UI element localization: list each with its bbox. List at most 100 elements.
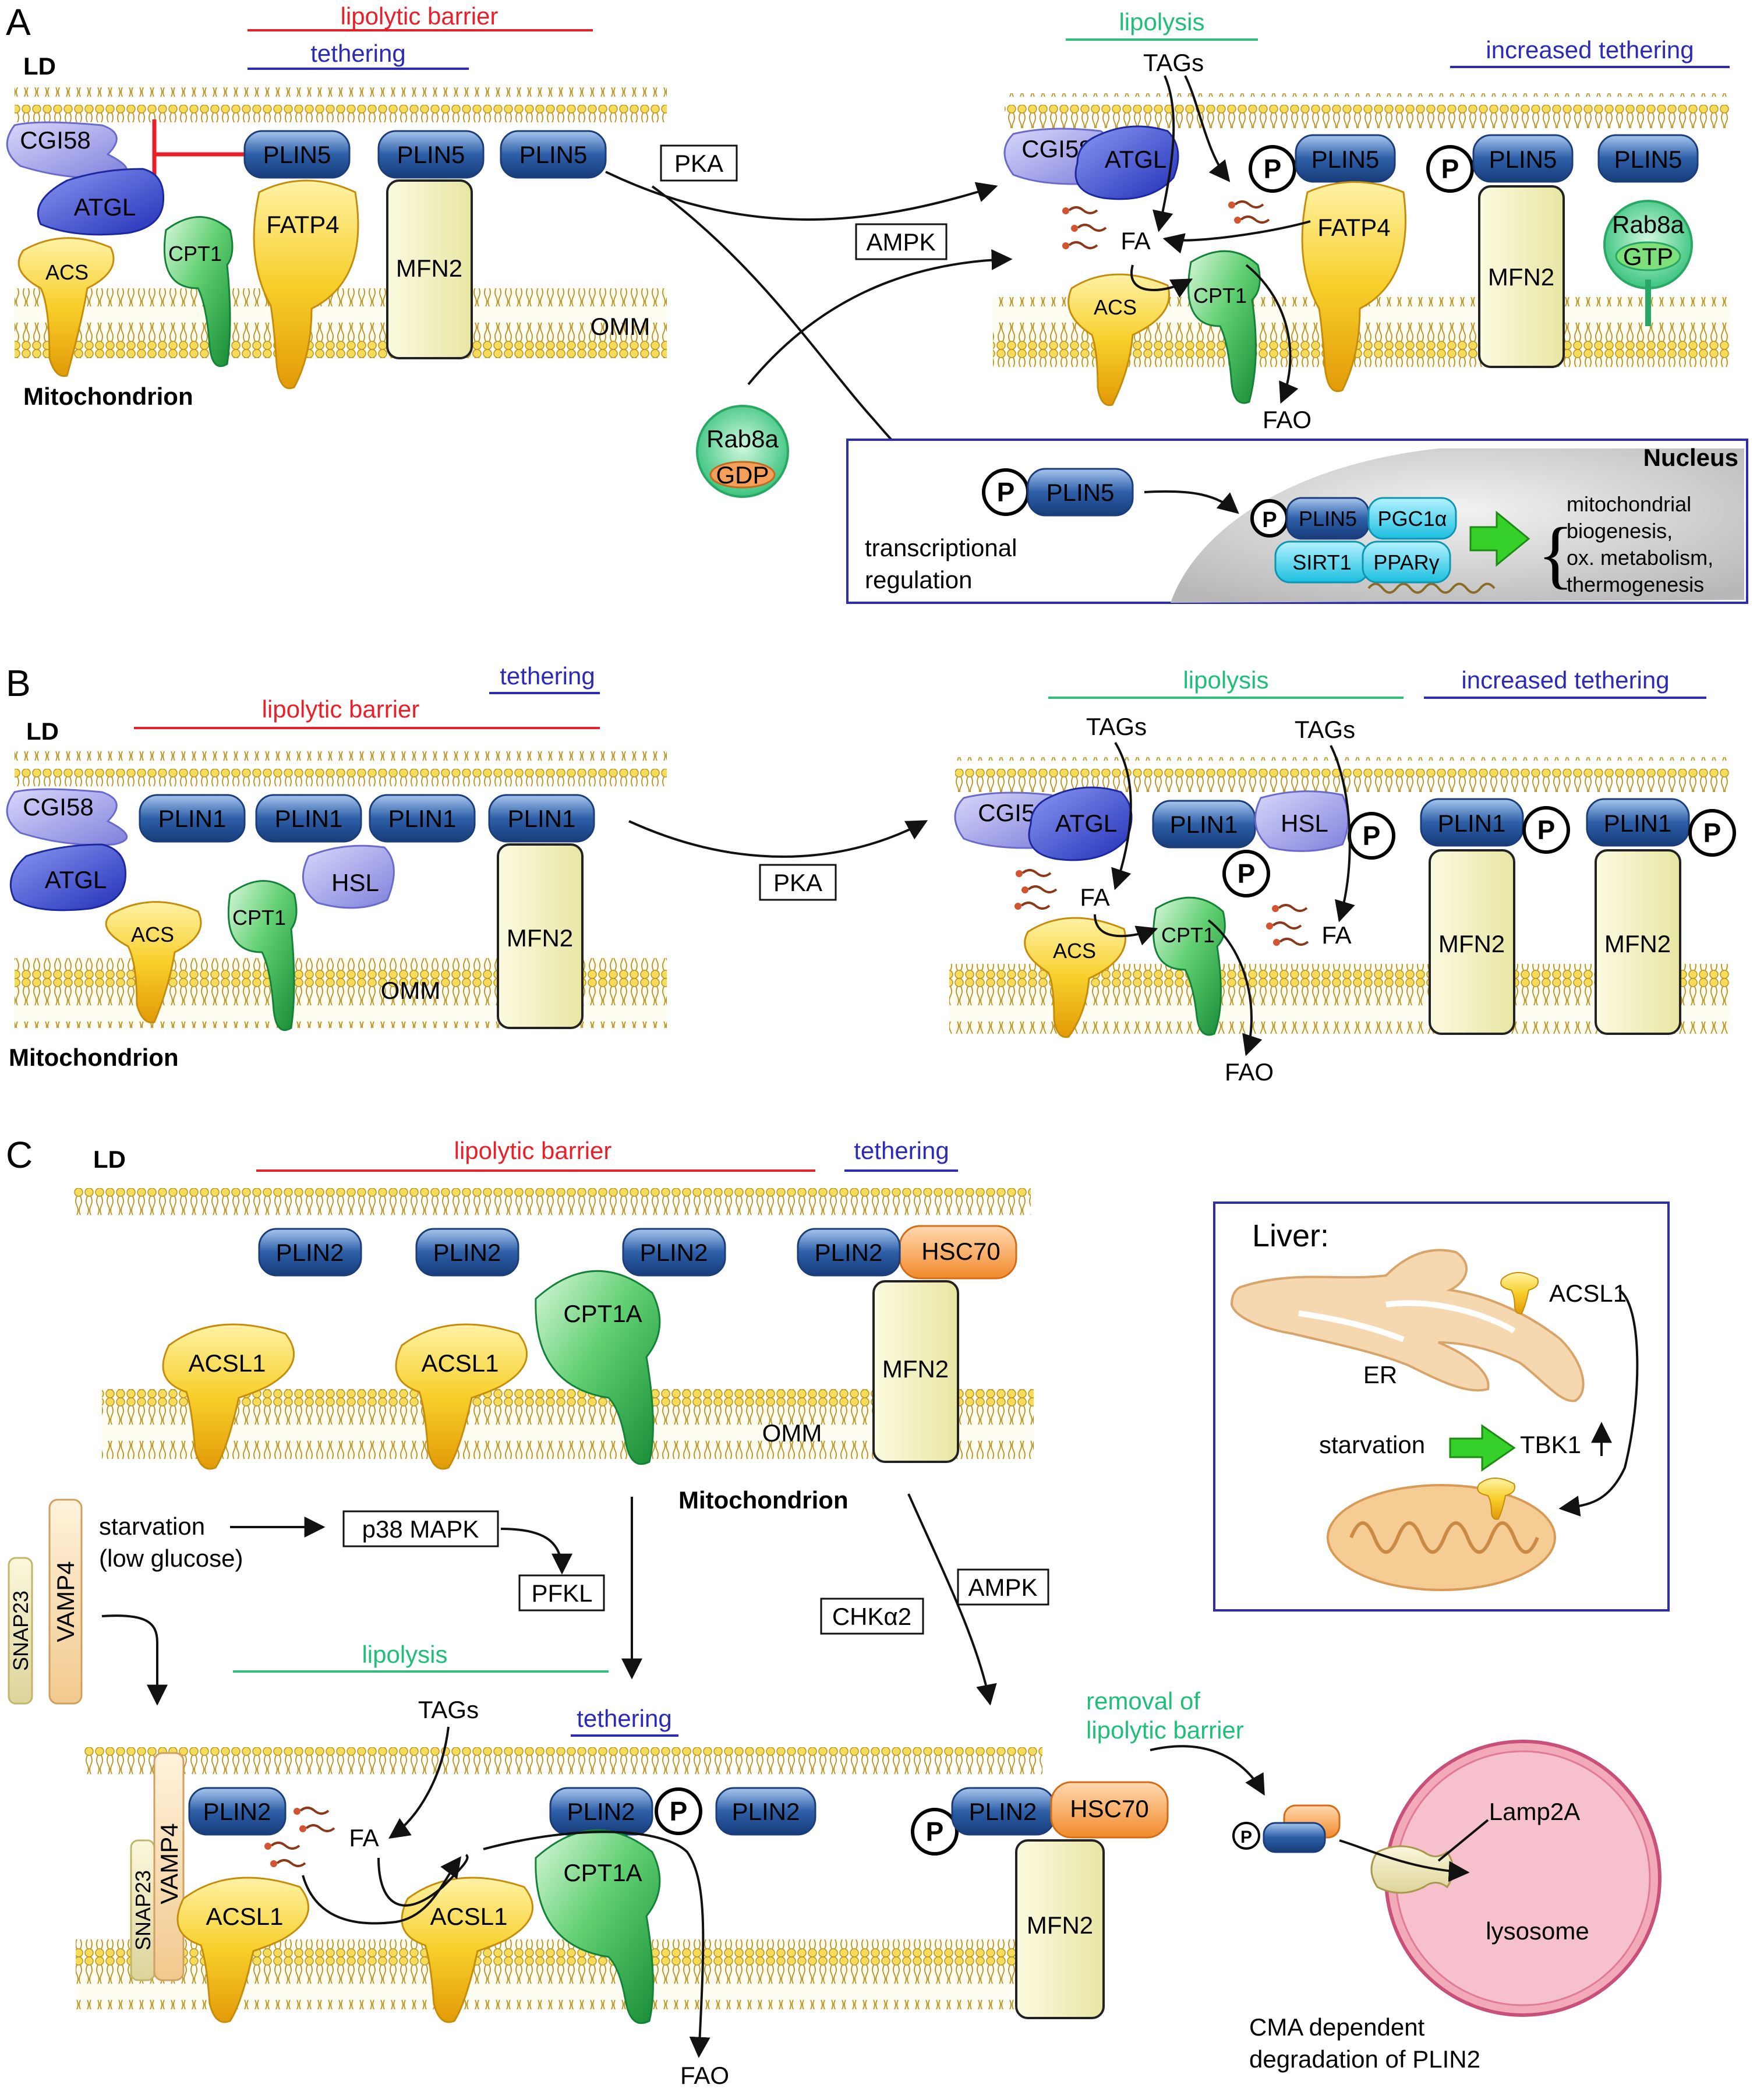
phospho-c-2 xyxy=(911,1808,959,1856)
starvation-line-2: (low glucose) xyxy=(99,1545,243,1572)
plin5-right-label-1: PLIN5 xyxy=(1311,146,1380,173)
ampk-label-c: AMPK xyxy=(968,1574,1037,1601)
vamp4-label-bottom: VAMP4 xyxy=(155,1823,183,1904)
ampk-arrow xyxy=(747,249,1013,386)
plin5-cyto xyxy=(1027,468,1134,517)
snap23-label-top: SNAP23 xyxy=(9,1591,33,1671)
fatp4-fa-arrow xyxy=(1162,220,1311,254)
ampk-label: AMPK xyxy=(866,228,935,256)
panel-a: A lipolytic barrier tethering LD CGI58 A… xyxy=(6,1,1748,604)
panel-b: B lipolytic barrier tethering LD CGI58 A… xyxy=(6,662,1736,1086)
ld-monolayer-c-bottom xyxy=(84,1746,1042,1781)
plin1-4 xyxy=(488,794,595,843)
phospho-b-1-label: P xyxy=(1238,858,1256,889)
atgl-protein-b xyxy=(9,843,126,911)
plin5-nuclear-label: PLIN5 xyxy=(1299,507,1357,531)
fa-acsl1-arrow xyxy=(302,1856,462,1925)
transcription-line-2: regulation xyxy=(865,566,972,593)
fatp4-label-right: FATP4 xyxy=(1317,214,1390,241)
increased-tethering-label-b: increased tethering xyxy=(1461,666,1669,694)
ld-label: LD xyxy=(23,52,56,80)
tags-arrow-2 xyxy=(1184,75,1231,182)
tags-label: TAGs xyxy=(1143,49,1204,76)
plin5-right-label-2: PLIN5 xyxy=(1489,146,1557,173)
acs-protein xyxy=(17,237,115,377)
hsc70-label-top: HSC70 xyxy=(921,1238,1000,1265)
acs-label-right: ACS xyxy=(1094,295,1137,319)
cpt1a-bottom xyxy=(535,1829,661,2024)
tethering-label-c-bottom: tethering xyxy=(577,1705,671,1732)
panel-b-letter: B xyxy=(6,662,31,704)
plin2-bottom-label-1: PLIN2 xyxy=(203,1798,271,1825)
fa-molecule-c-4 xyxy=(269,1859,306,1868)
liver-starvation-label: starvation xyxy=(1319,1431,1425,1458)
acs-label: ACS xyxy=(45,260,89,284)
removal-line-2: lipolytic barrier xyxy=(1086,1716,1244,1744)
plin2-bottom-label-2: PLIN2 xyxy=(567,1798,635,1825)
fa-molecule-b-1 xyxy=(1014,869,1052,878)
phospho-1-label: P xyxy=(1264,154,1282,184)
phospho-2-label: P xyxy=(1441,154,1459,184)
lipolysis-label-c: lipolysis xyxy=(362,1641,447,1668)
degradation-arrow xyxy=(1339,1839,1470,1882)
mfn2-label-right: MFN2 xyxy=(1488,263,1554,291)
mfn2-label: MFN2 xyxy=(396,255,462,282)
hsc70-removal-label: HSC70 xyxy=(1070,1795,1148,1822)
acsl1-bottom-2 xyxy=(401,1877,533,2023)
phospho-b-4 xyxy=(1688,809,1736,857)
cgi58-label: CGI58 xyxy=(20,126,90,154)
pka-label-b: PKA xyxy=(773,869,822,896)
acsl1-top-1 xyxy=(162,1323,295,1470)
phospho-b-3-label: P xyxy=(1537,815,1556,845)
phospho-2 xyxy=(1426,145,1474,193)
acsl1-bottom-1 xyxy=(176,1877,309,2023)
fa-molecule-b-2 xyxy=(1020,885,1058,895)
rab8a-label: Rab8a xyxy=(706,425,779,453)
fatp4-label: FATP4 xyxy=(266,211,339,238)
cgi58-label-b: CGI58 xyxy=(23,793,93,821)
phospho-b-4-label: P xyxy=(1703,818,1721,848)
fa-molecule-b-3 xyxy=(1013,902,1051,911)
fatp4-protein xyxy=(253,179,359,389)
panel-a-letter: A xyxy=(6,1,31,43)
starvation-down-arrow xyxy=(101,1614,168,1706)
chka2-box xyxy=(820,1598,924,1635)
atgl-label-b-right: ATGL xyxy=(1055,810,1118,837)
acsl1-er xyxy=(1500,1272,1539,1314)
hsl-label-b-right: HSL xyxy=(1281,810,1328,837)
fa-label-b-2: FA xyxy=(1321,921,1351,949)
plin2-4 xyxy=(797,1228,901,1277)
mitochondrion-label-b: Mitochondrion xyxy=(9,1044,179,1071)
acsl1-relocation-arrow xyxy=(1558,1289,1639,1517)
plin1-label-2: PLIN1 xyxy=(275,805,343,832)
ld-monolayer-right xyxy=(1005,93,1730,128)
mfn2-removal xyxy=(1015,1839,1105,2019)
plin1-right-3 xyxy=(1586,798,1690,847)
p38-label: p38 MAPK xyxy=(362,1515,479,1543)
hsl-label-b: HSL xyxy=(331,869,379,896)
plin2-small xyxy=(1263,1822,1326,1853)
tags-arrow-1 xyxy=(1153,75,1175,232)
mitochondrion-label: Mitochondrion xyxy=(23,383,193,410)
plin2-1 xyxy=(258,1228,362,1277)
plin2-2 xyxy=(415,1228,519,1277)
pfkl-box xyxy=(518,1574,605,1612)
panel-c: C LD lipolytic barrier tethering PLIN2 P… xyxy=(6,1134,1670,2089)
barrier-label: lipolytic barrier xyxy=(341,2,499,30)
liver-title: Liver: xyxy=(1252,1218,1329,1253)
acs-label-b-right: ACS xyxy=(1053,939,1096,963)
er-label: ER xyxy=(1363,1361,1397,1388)
fao-label-b: FAO xyxy=(1225,1058,1274,1086)
removal-line-1: removal of xyxy=(1086,1687,1200,1715)
activation-arrow xyxy=(1469,510,1530,567)
ld-monolayer-c xyxy=(73,1182,1031,1217)
outcome-brace: { xyxy=(1537,513,1574,596)
plin5-2 xyxy=(377,130,485,179)
phospho-c-3 xyxy=(1232,1822,1260,1850)
fa-label-c: FA xyxy=(349,1824,379,1851)
plin1-2 xyxy=(255,794,362,843)
phospho-c-1-label: P xyxy=(670,1796,688,1826)
plin5-right-label-3: PLIN5 xyxy=(1614,146,1682,173)
tethering-label-b: tethering xyxy=(500,662,595,690)
starvation-line-1: starvation xyxy=(99,1513,205,1540)
